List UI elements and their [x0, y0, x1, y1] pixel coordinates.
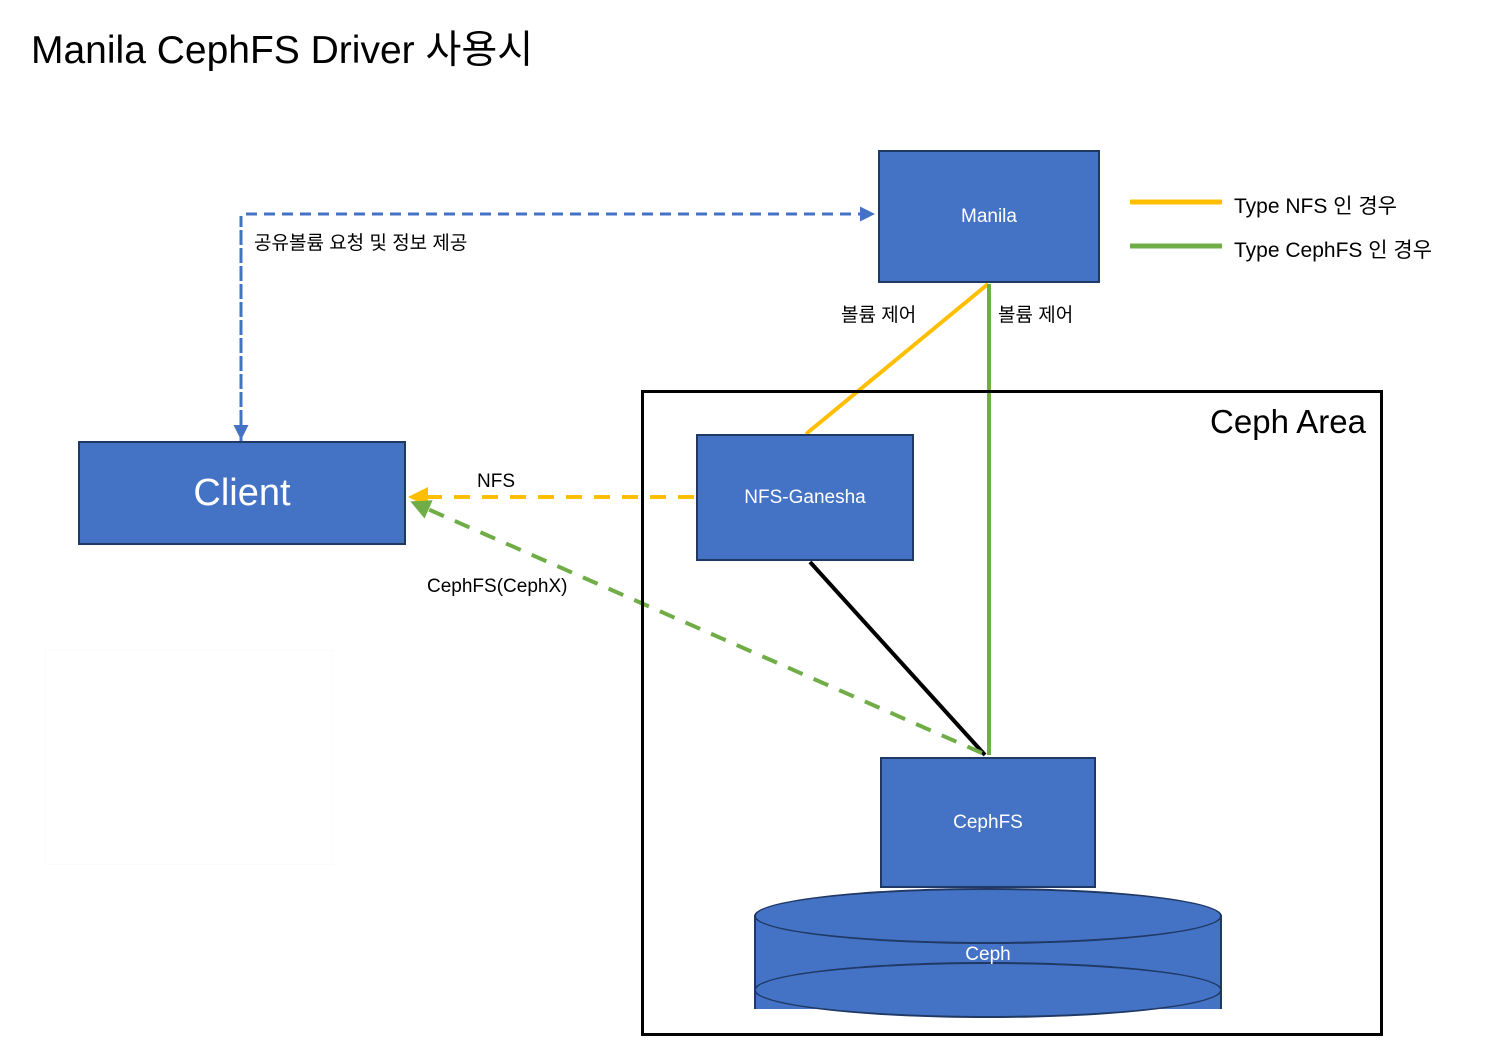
edge-label-request: 공유볼륨 요청 및 정보 제공: [254, 233, 468, 254]
node-ceph-cylinder[interactable]: Ceph: [754, 888, 1222, 1018]
ceph-area-group: Ceph Area: [641, 390, 1383, 1036]
edge-label-volume-control-right: 볼륨 제어: [998, 305, 1074, 326]
node-client[interactable]: Client: [78, 441, 406, 545]
node-cephfs[interactable]: CephFS: [880, 757, 1096, 888]
ceph-area-label: Ceph Area: [1210, 403, 1366, 440]
edge-label-cephfs-cephx: CephFS(CephX): [427, 576, 568, 597]
legend-label-cephfs: Type CephFS 인 경우: [1234, 239, 1433, 262]
node-client-label: Client: [193, 471, 291, 514]
node-nfs-ganesha-label: NFS-Ganesha: [744, 486, 866, 508]
edge-label-nfs: NFS: [477, 471, 515, 492]
page-title: Manila CephFS Driver 사용시: [31, 29, 534, 72]
node-cephfs-label: CephFS: [953, 811, 1023, 833]
node-manila-label: Manila: [961, 205, 1017, 227]
node-nfs-ganesha[interactable]: NFS-Ganesha: [696, 434, 914, 561]
node-manila[interactable]: Manila: [878, 150, 1100, 283]
legend-label-nfs: Type NFS 인 경우: [1234, 195, 1397, 218]
node-ceph-label: Ceph: [965, 944, 1011, 965]
cylinder-top-ellipse: [754, 888, 1222, 944]
edge-label-volume-control-left: 볼륨 제어: [841, 305, 917, 326]
empty-placeholder-box: [45, 650, 333, 865]
cylinder-bottom-ellipse: [754, 962, 1222, 1018]
